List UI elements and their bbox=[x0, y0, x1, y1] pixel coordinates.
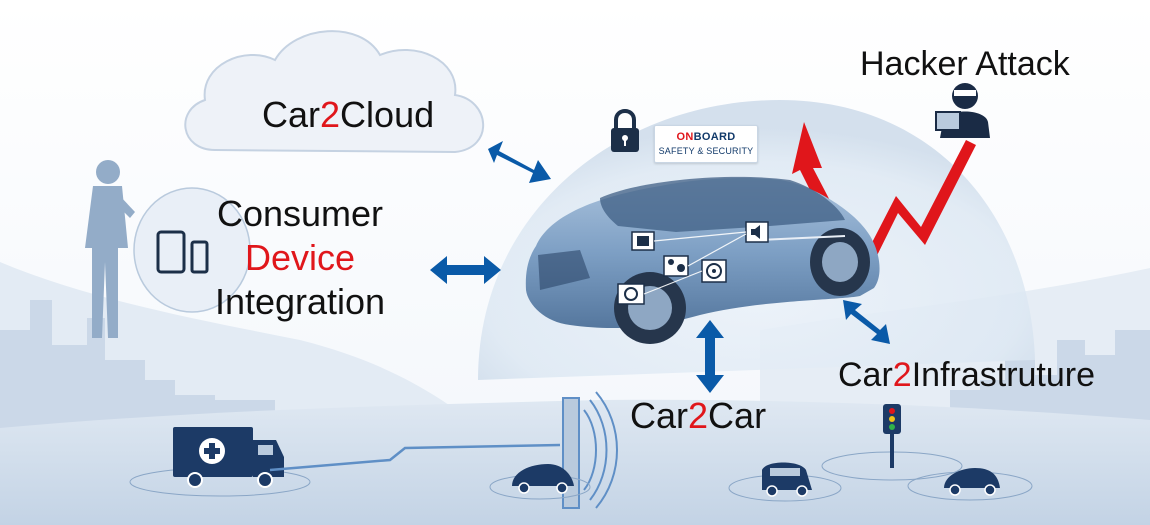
small-car-3 bbox=[907, 468, 1033, 501]
car2car-label: Car2Car bbox=[630, 395, 767, 436]
onboard-safety-badge: ONBOARD SAFETY & SECURITY bbox=[654, 125, 758, 163]
small-car-1 bbox=[489, 464, 591, 500]
ambulance-truck-icon bbox=[129, 427, 311, 497]
brake-icon bbox=[617, 283, 645, 305]
small-car-2 bbox=[728, 462, 842, 502]
arrow-car-infra bbox=[843, 300, 890, 344]
arrow-device-car bbox=[430, 256, 501, 284]
lock-icon bbox=[611, 109, 639, 152]
steering-icon bbox=[701, 259, 727, 283]
device-line: Device bbox=[244, 237, 356, 278]
engine-icon bbox=[631, 231, 655, 251]
integration-line: Integration bbox=[214, 281, 386, 322]
speaker-icon bbox=[745, 221, 769, 243]
arrow-car-car bbox=[696, 320, 724, 393]
car2cloud-label: Car2Cloud bbox=[262, 94, 435, 135]
tablet-icon bbox=[156, 230, 186, 274]
traffic-light-icon bbox=[821, 404, 963, 481]
person-icon bbox=[85, 160, 135, 338]
consumer-device-integration-label: Consumer Device Integration bbox=[200, 192, 400, 324]
cloud-icon bbox=[184, 30, 485, 154]
hacker-attack-label: Hacker Attack bbox=[860, 45, 1070, 83]
consumer-line: Consumer bbox=[216, 193, 384, 234]
arrow-cloud-car bbox=[488, 141, 551, 183]
car2infrastructure-label: Car2Infrastruture bbox=[838, 356, 1096, 394]
onboard-title: ONBOARD bbox=[676, 131, 736, 143]
phone-icon bbox=[190, 240, 209, 274]
airbag-icon bbox=[663, 255, 689, 277]
sensor-lines bbox=[643, 231, 747, 295]
onboard-subtitle: SAFETY & SECURITY bbox=[658, 146, 754, 156]
car-icon bbox=[525, 176, 880, 344]
signal-line bbox=[269, 443, 561, 472]
hacker-icon bbox=[935, 83, 990, 138]
